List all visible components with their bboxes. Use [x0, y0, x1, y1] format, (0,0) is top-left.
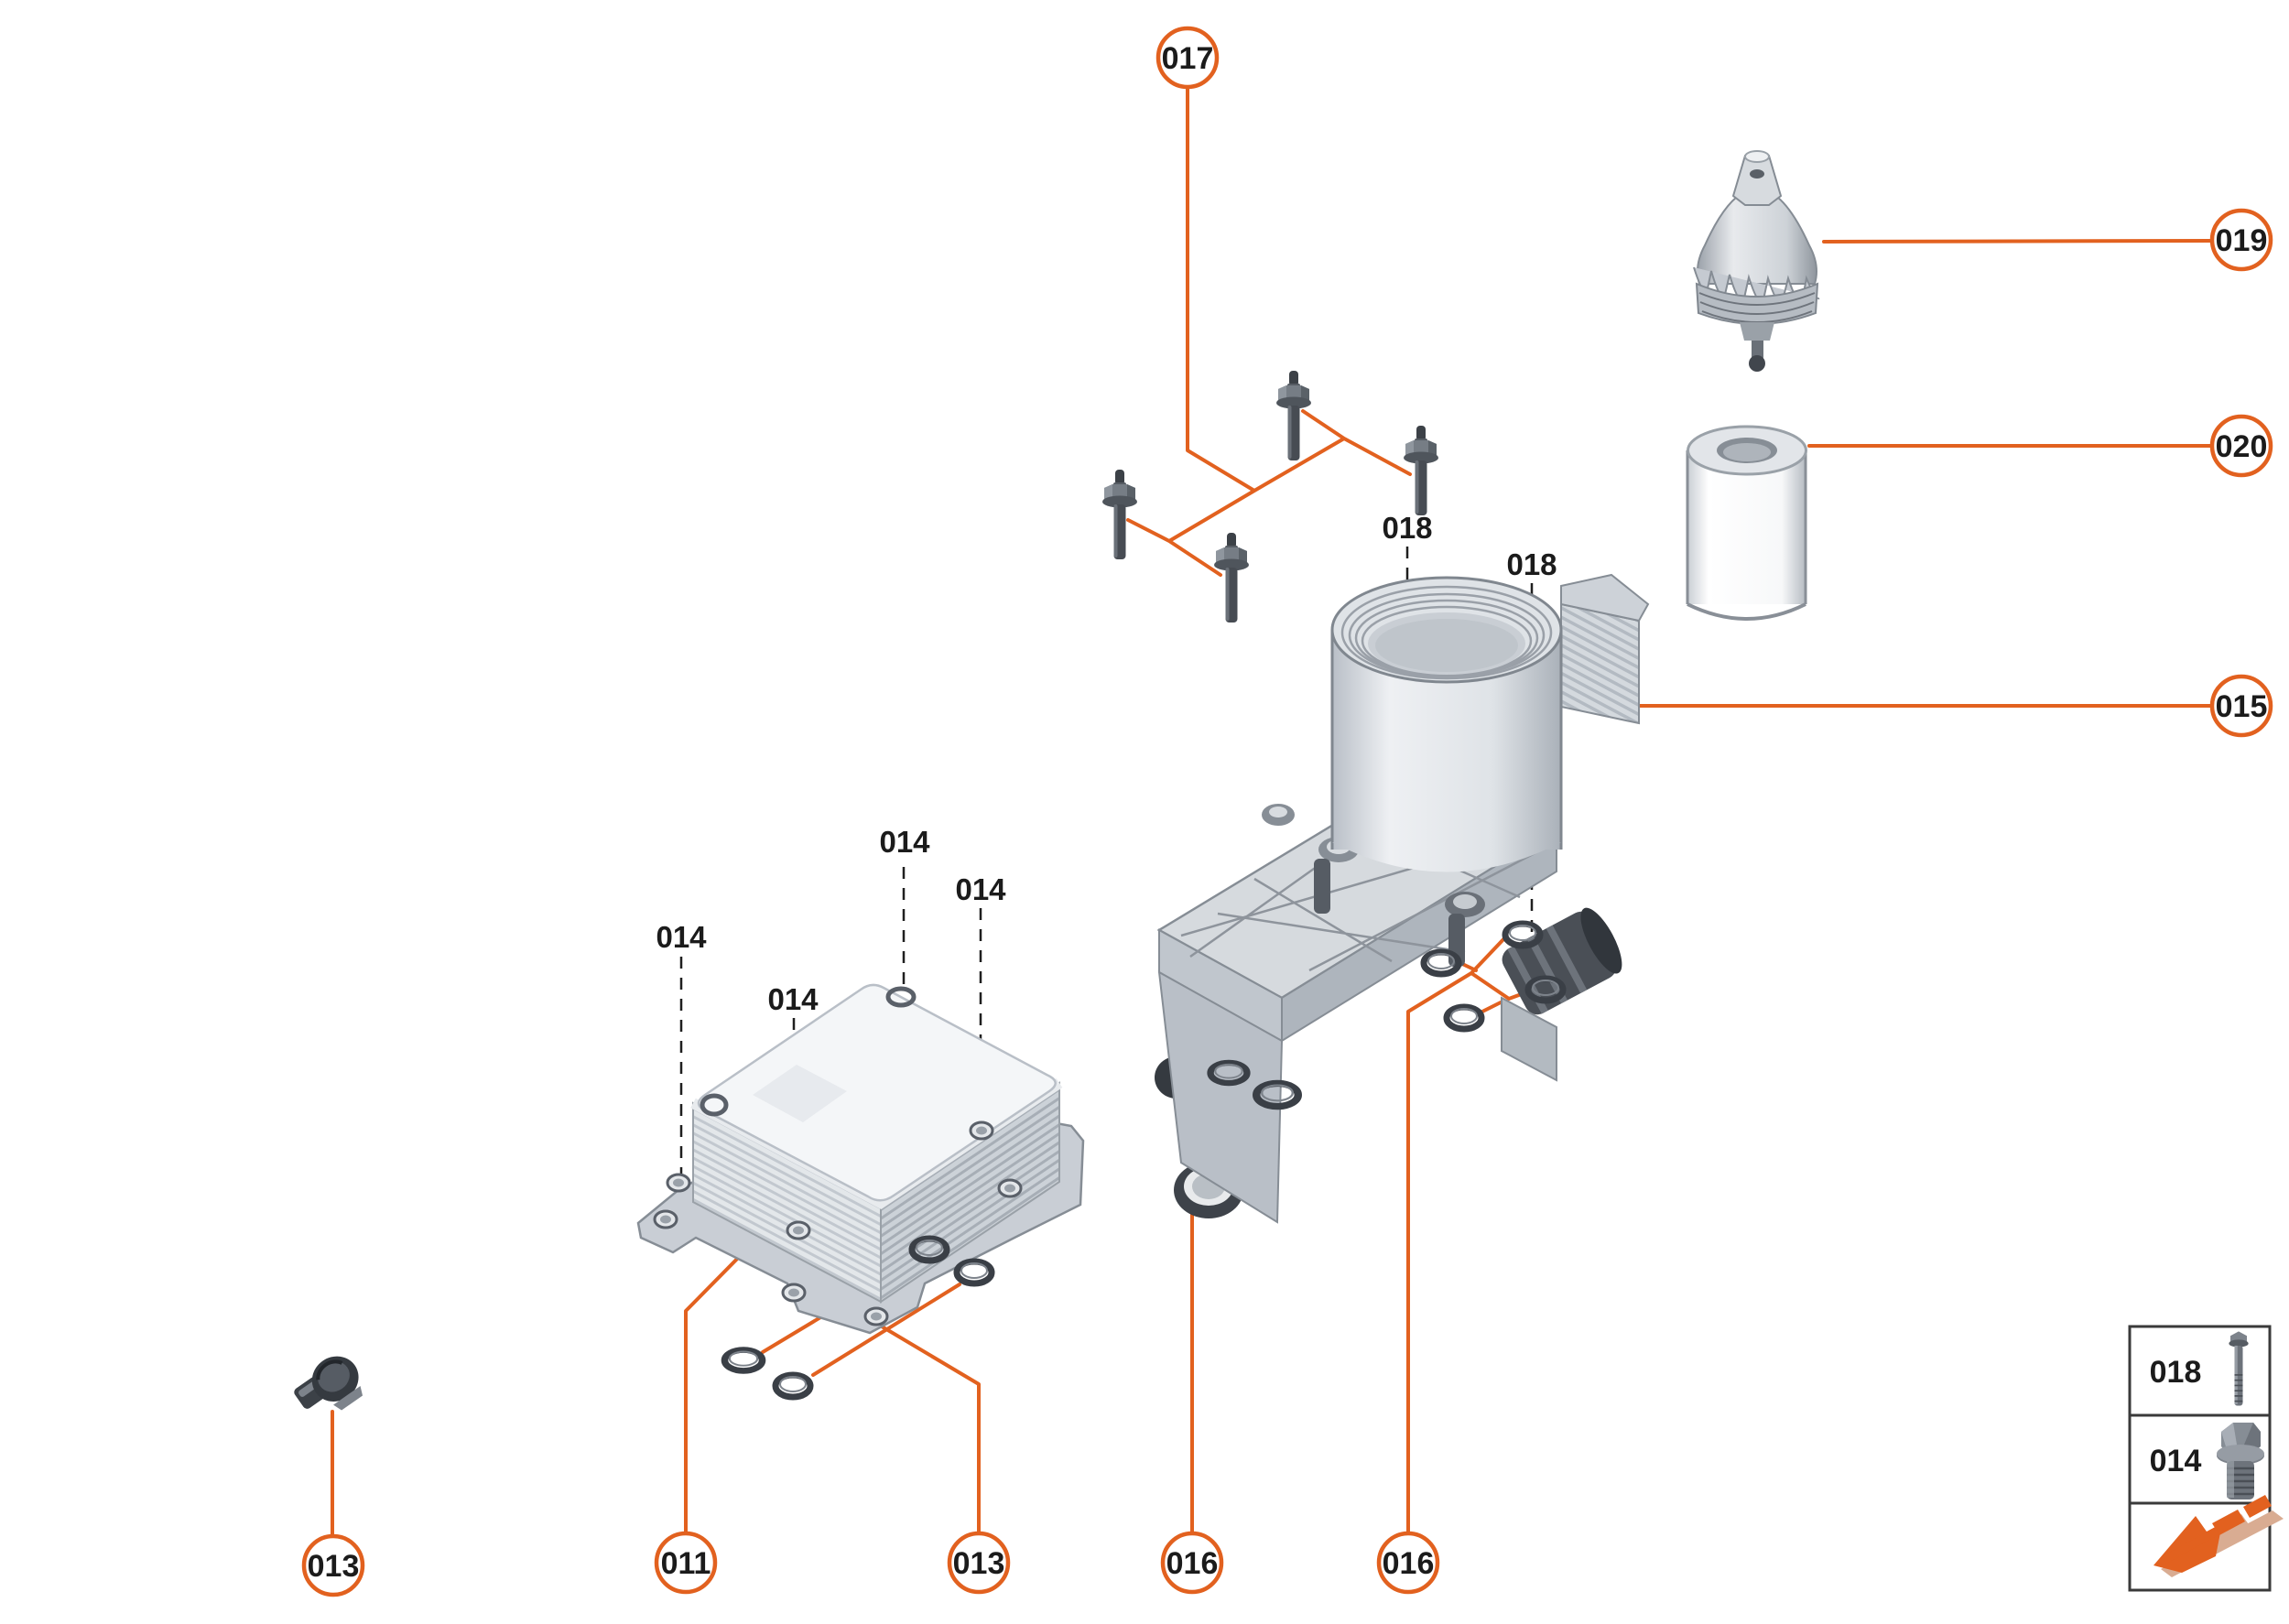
svg-text:013: 013	[953, 1546, 1005, 1581]
svg-text:015: 015	[2216, 689, 2268, 724]
o-ring	[1424, 952, 1459, 974]
svg-text:017: 017	[1162, 41, 1214, 76]
stud-icon	[1214, 533, 1249, 623]
svg-text:016: 016	[1383, 1546, 1435, 1581]
cooler-bolt-hole	[997, 1178, 1023, 1198]
o-ring	[1447, 1007, 1481, 1029]
callout-019-1[interactable]: 019	[2209, 208, 2273, 272]
part-label-018-1: 018	[1506, 547, 1557, 581]
cooler-bolt-hole	[786, 1220, 811, 1240]
direction-arrow-icon	[2153, 1495, 2284, 1577]
svg-text:019: 019	[2216, 223, 2268, 258]
stud-icon	[2229, 1331, 2249, 1406]
part-label-018-0: 018	[1382, 511, 1432, 545]
oil-filter-element	[1686, 425, 1807, 621]
cooler-bolt-hole	[863, 1306, 889, 1326]
flange-bolt-icon	[2217, 1423, 2264, 1499]
part-label-014-4: 014	[656, 920, 707, 954]
callout-011-5[interactable]: 011	[654, 1531, 718, 1595]
cooler-top-face	[697, 983, 1057, 1202]
leader-011	[684, 1246, 750, 1534]
oil-filter-housing	[1155, 573, 1650, 1224]
callout-016-8[interactable]: 016	[1376, 1531, 1440, 1595]
svg-text:011: 011	[661, 1546, 711, 1581]
cooler-bolt-hole	[666, 1173, 691, 1193]
leader-019	[1822, 239, 2214, 244]
cooler-bolt-hole	[653, 1209, 678, 1229]
svg-text:013: 013	[308, 1549, 360, 1584]
stud-icon	[1102, 470, 1137, 559]
callout-020-2[interactable]: 020	[2209, 414, 2273, 478]
leader-016-right	[1406, 936, 1528, 1534]
svg-text:020: 020	[2216, 429, 2268, 464]
legend-box: 018 014	[2128, 1325, 2284, 1592]
leader-017-studs	[1126, 86, 1412, 577]
cooler-bolt-hole	[969, 1121, 994, 1141]
oil-cooler	[636, 983, 1085, 1335]
callout-017-0[interactable]: 017	[1155, 26, 1220, 90]
callout-013-4[interactable]: 013	[301, 1533, 365, 1597]
legend-row-018-label: 018	[2150, 1355, 2202, 1390]
stud-icon	[1404, 426, 1438, 515]
callout-013-6[interactable]: 013	[947, 1531, 1011, 1595]
part-label-014-5: 014	[767, 982, 819, 1016]
part-label-014-3: 014	[955, 872, 1006, 906]
oil-filter-cap	[1693, 150, 1820, 372]
cooler-bolt-hole	[781, 1283, 807, 1303]
stud-icon	[1276, 371, 1311, 460]
o-ring	[724, 1350, 762, 1371]
o-ring	[776, 1375, 810, 1397]
callout-015-3[interactable]: 015	[2209, 674, 2273, 738]
legend-row-014-label: 014	[2150, 1444, 2202, 1478]
o-ring	[957, 1261, 992, 1283]
svg-text:016: 016	[1166, 1546, 1219, 1581]
part-label-014-2: 014	[879, 825, 930, 859]
drain-plug	[294, 1356, 363, 1411]
callout-016-7[interactable]: 016	[1160, 1531, 1224, 1595]
